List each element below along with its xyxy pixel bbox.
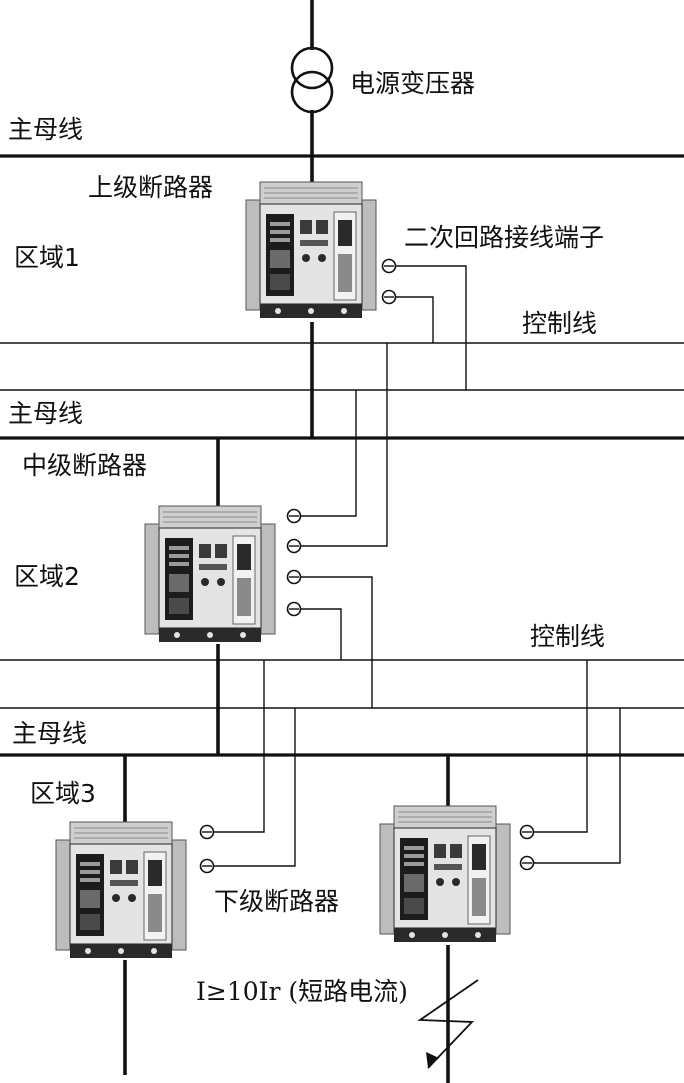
terminal-icon bbox=[381, 289, 397, 305]
main-bus-label-2: 主母线 bbox=[8, 399, 83, 428]
feeder-lines bbox=[123, 0, 450, 1083]
wiring-zone-3 bbox=[214, 660, 621, 867]
lower-left-breaker-icon bbox=[55, 821, 187, 959]
transformer-symbol-icon bbox=[290, 46, 334, 114]
terminal-icon bbox=[286, 601, 302, 617]
zone-3-label: 区域3 bbox=[30, 779, 96, 808]
secondary-terminal-label: 二次回路接线端子 bbox=[404, 223, 604, 252]
wiring-zone-2 bbox=[301, 343, 388, 708]
control-lines-zone-2 bbox=[0, 659, 684, 709]
zone-2-label: 区域2 bbox=[14, 562, 80, 591]
terminal-icon bbox=[199, 858, 215, 874]
control-line-label-2: 控制线 bbox=[530, 622, 605, 651]
wiring-zone-1 bbox=[396, 265, 467, 390]
control-lines-zone-1 bbox=[0, 342, 684, 391]
main-bus-label-1: 主母线 bbox=[8, 115, 83, 144]
lower-breaker-label: 下级断路器 bbox=[214, 887, 339, 916]
middle-breaker-label: 中级断路器 bbox=[22, 451, 147, 480]
terminal-icon bbox=[199, 824, 215, 840]
terminal-icon bbox=[286, 538, 302, 554]
terminal-icon bbox=[381, 258, 397, 274]
middle-breaker-icon bbox=[144, 505, 276, 643]
terminal-icon bbox=[286, 508, 302, 524]
terminal-icon bbox=[519, 824, 535, 840]
short-circuit-arrow-icon bbox=[417, 979, 479, 1069]
terminal-icon bbox=[519, 855, 535, 871]
upper-breaker-icon bbox=[245, 181, 377, 319]
transformer-label: 电源变压器 bbox=[350, 69, 475, 98]
terminal-icon bbox=[286, 569, 302, 585]
fault-current-label: I≥10Ir (短路电流) bbox=[196, 977, 408, 1006]
lower-right-breaker-icon bbox=[379, 805, 511, 943]
main-bus-label-3: 主母线 bbox=[12, 719, 87, 748]
zone-1-label: 区域1 bbox=[14, 243, 80, 272]
control-line-label-1: 控制线 bbox=[522, 309, 597, 338]
upper-breaker-label: 上级断路器 bbox=[88, 173, 213, 202]
